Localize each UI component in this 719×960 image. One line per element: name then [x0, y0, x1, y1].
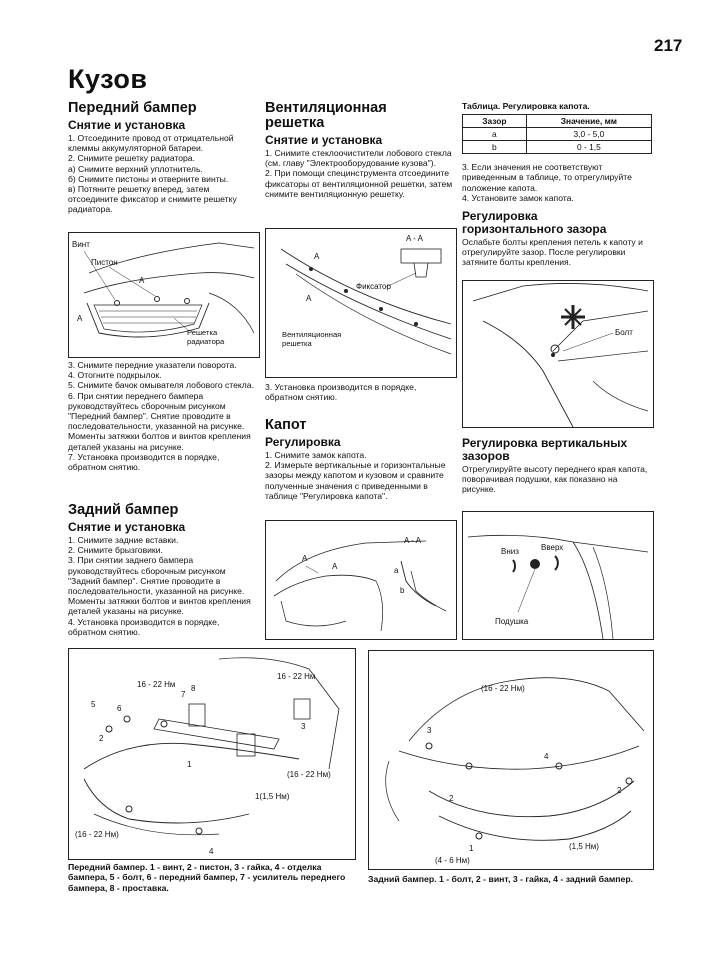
label-gap-b: b	[400, 586, 405, 595]
hood-gap-drawing: A - A a b A A	[273, 536, 447, 632]
chapter-title: Кузов	[68, 64, 148, 94]
label-a1: A	[139, 276, 145, 285]
front-assembly-caption-wrap: Передний бампер. 1 - винт, 2 - пистон, 3…	[68, 862, 358, 893]
front-bumper-title: Передний бампер	[68, 100, 197, 116]
vertical-gap-drawing: Вниз Вверх Подушка	[467, 534, 649, 639]
table-row: a 3,0 - 5,0	[462, 127, 653, 142]
label-n2: 2	[99, 734, 104, 743]
rear-bumper-steps: 1. Снимите задние вставки. 2. Снимите бр…	[68, 535, 251, 637]
hood-section: Капот Регулировка 1. Снимите замок капот…	[265, 418, 455, 501]
table-cell: 0 - 1,5	[525, 140, 653, 155]
label-vent-grille: Вентиляционная решетка	[282, 331, 342, 348]
vertical-gap-section: Регулировка вертикальных зазоров Отрегул…	[462, 437, 652, 495]
label-n6: 6	[117, 704, 122, 713]
vent-grille-section: Вентиляционная решетка Снятие и установк…	[265, 101, 455, 199]
vertical-gap-title: Регулировка вертикальных зазоров	[462, 436, 628, 463]
label-n2b: 2	[617, 786, 622, 795]
label-piston: Пистон	[91, 258, 118, 267]
table-header-gap: Зазор	[462, 114, 527, 129]
vent-grille-steps-b-wrap: 3. Установка производится в порядке, обр…	[265, 382, 455, 402]
label-a2: A	[77, 314, 83, 323]
label-cushion: Подушка	[495, 617, 529, 626]
label-bolt: Болт	[615, 328, 633, 337]
front-bumper-steps-b: 3. Снимите передние указатели поворота. …	[68, 360, 254, 473]
label-torque-1: 16 - 22 Нм	[137, 680, 175, 689]
table-row: b 0 - 1,5	[462, 140, 653, 155]
label-down: Вниз	[501, 547, 519, 556]
hood-table-caption: Таблица. Регулировка капота.	[462, 101, 590, 111]
front-bumper-steps-b-wrap: 3. Снимите передние указатели поворота. …	[68, 360, 258, 472]
hood-adjust-table: Зазор Значение, мм a 3,0 - 5,0 b 0 - 1,5	[462, 114, 653, 155]
rear-bumper-title: Задний бампер	[68, 502, 179, 518]
table-cell: a	[462, 127, 527, 142]
front-assembly-caption: Передний бампер. 1 - винт, 2 - пистон, 3…	[68, 862, 346, 893]
vent-grille-steps-b: 3. Установка производится в порядке, обр…	[265, 382, 417, 403]
horizontal-gap-drawing: Болт	[472, 283, 649, 427]
label-n5: 5	[91, 700, 96, 709]
rear-bumper-section: Задний бампер Снятие и установка 1. Сним…	[68, 503, 258, 637]
front-bumper-section: Передний бампер Снятие и установка 1. От…	[68, 101, 258, 215]
label-a2: A	[306, 294, 312, 303]
label-clip: Фиксатор	[356, 282, 391, 291]
hood-title: Капот	[265, 417, 307, 433]
label-n8: 8	[191, 684, 196, 693]
label-torque-2: 16 - 22 Нм	[277, 672, 315, 681]
label-torque-4: (16 - 22 Нм)	[75, 830, 119, 839]
rear-assembly-caption-wrap: Задний бампер. 1 - болт, 2 - винт, 3 - г…	[368, 874, 658, 884]
label-n1: 1	[469, 844, 474, 853]
horizontal-gap-figure: Болт	[462, 280, 654, 428]
label-n4: 4	[209, 847, 214, 856]
vertical-gap-figure: Вниз Вверх Подушка	[462, 511, 654, 640]
vent-grille-steps-a: 1. Снимите стеклоочистители лобового сте…	[265, 148, 453, 199]
horizontal-gap-text: Ослабьте болты крепления петель к капоту…	[462, 237, 643, 268]
hood-table-section: Таблица. Регулировка капота. Зазор Значе…	[462, 101, 653, 203]
label-up: Вверх	[541, 543, 563, 552]
label-gap-a: a	[394, 566, 399, 575]
label-a1: A	[302, 554, 308, 563]
hood-gap-figure: A - A a b A A	[265, 520, 457, 640]
horizontal-gap-section: Регулировка горизонтального зазора Ослаб…	[462, 210, 652, 268]
hood-steps: 1. Снимите замок капота. 2. Измерьте вер…	[265, 450, 446, 501]
hood-subtitle: Регулировка	[265, 435, 341, 449]
label-n3: 3	[427, 726, 432, 735]
page-number: 217	[654, 36, 683, 55]
table-cell: b	[462, 140, 527, 155]
front-grille-drawing: Винт Пистон A A Решетка радиатора	[72, 240, 255, 346]
label-n1: 1	[187, 760, 192, 769]
label-n4: 4	[544, 752, 549, 761]
rear-bumper-assembly-drawing: (16 - 22 Нм) (4 - 6 Нм) (1,5 Нм) 3 4 2 1…	[385, 677, 645, 865]
front-bumper-assembly-figure: 16 - 22 Нм 16 - 22 Нм (16 - 22 Нм) (16 -…	[68, 648, 356, 860]
vertical-gap-text: Отрегулируйте высоту переднего края капо…	[462, 464, 648, 495]
label-section-aa: A - A	[406, 234, 424, 243]
front-bumper-subtitle: Снятие и установка	[68, 118, 186, 132]
table-header-value: Значение, мм	[525, 114, 653, 129]
label-radiator-grille: Решетка радиатора	[187, 329, 225, 346]
vent-grille-figure: A - A Фиксатор A A Вентиляционная решетк…	[265, 228, 457, 378]
hood-steps-after-table: 3. Если значения не соответствуют привед…	[462, 162, 632, 203]
front-bumper-steps-a: 1. Отсоедините провод от отрицательной к…	[68, 133, 237, 215]
label-section-aa: A - A	[404, 536, 422, 545]
rear-bumper-subtitle: Снятие и установка	[68, 520, 186, 534]
vent-grille-title: Вентиляционная решетка	[265, 100, 387, 131]
label-torque-5: 1(1,5 Нм)	[255, 792, 290, 801]
rear-assembly-caption: Задний бампер. 1 - болт, 2 - винт, 3 - г…	[368, 874, 634, 884]
label-screw: Винт	[72, 240, 90, 249]
rear-bumper-assembly-figure: (16 - 22 Нм) (4 - 6 Нм) (1,5 Нм) 3 4 2 1…	[368, 650, 654, 870]
vent-grille-drawing: A - A Фиксатор A A Вентиляционная решетк…	[280, 234, 452, 355]
label-torque-2: (4 - 6 Нм)	[435, 856, 470, 865]
label-torque-1: (16 - 22 Нм)	[481, 684, 525, 693]
horizontal-gap-title: Регулировка горизонтального зазора	[462, 209, 607, 236]
label-n3: 3	[301, 722, 306, 731]
label-torque-3: (16 - 22 Нм)	[287, 770, 331, 779]
label-a2: A	[332, 562, 338, 571]
table-cell: 3,0 - 5,0	[525, 127, 653, 142]
vent-grille-subtitle: Снятие и установка	[265, 133, 383, 147]
front-grille-figure: Винт Пистон A A Решетка радиатора	[68, 232, 260, 358]
label-torque-3: (1,5 Нм)	[569, 842, 599, 851]
front-bumper-assembly-drawing: 16 - 22 Нм 16 - 22 Нм (16 - 22 Нм) (16 -…	[75, 657, 340, 856]
label-n7: 7	[181, 690, 186, 699]
label-a1: A	[314, 252, 320, 261]
label-n2: 2	[449, 794, 454, 803]
